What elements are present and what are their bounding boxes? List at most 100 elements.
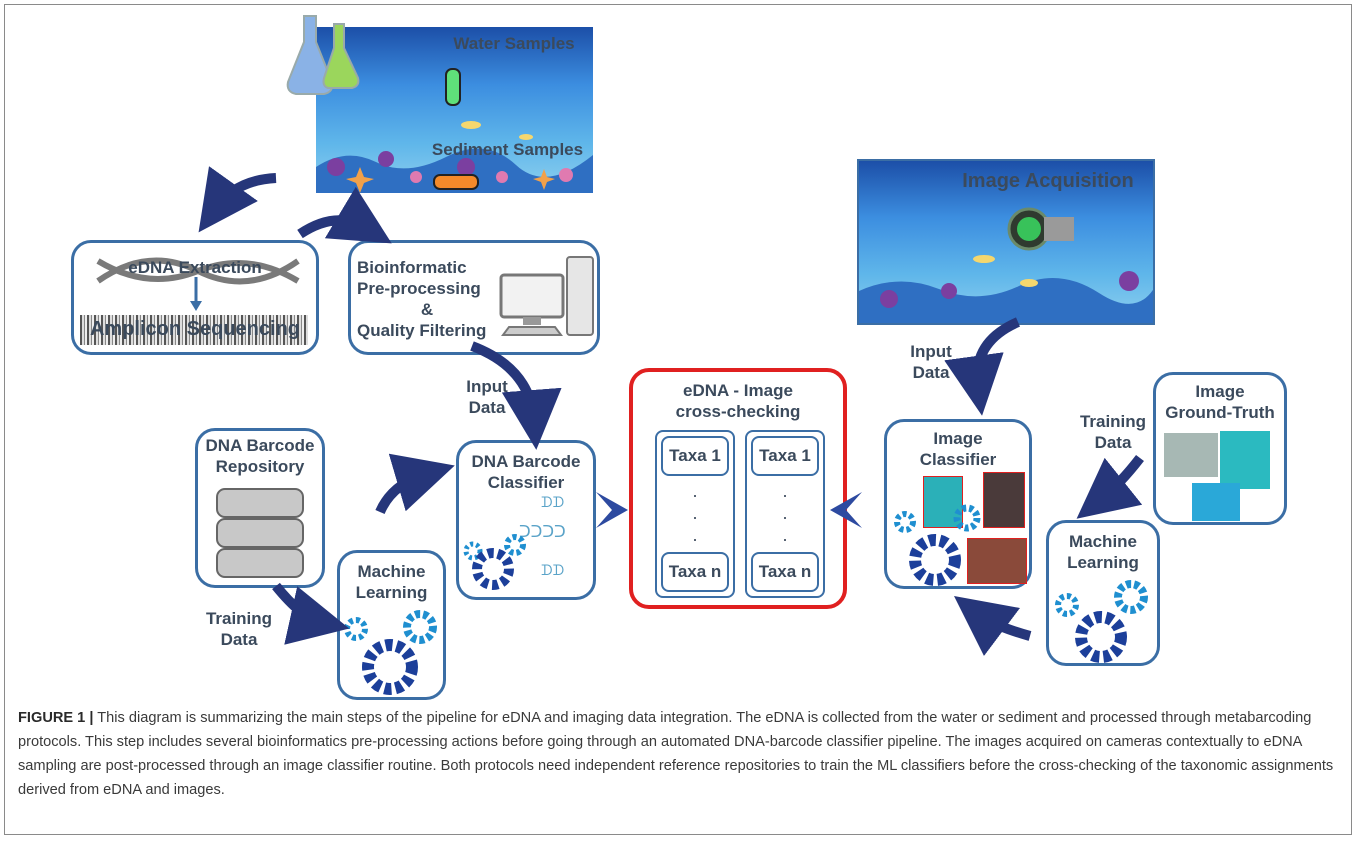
arrow-extraction-to-bioinfo (297, 186, 392, 244)
arrow-ml-to-classifier (375, 453, 455, 515)
edna-dot-1: . (692, 481, 698, 501)
cross-check-title-line-2: cross-checking (675, 402, 801, 421)
dna-classifier-line-2: Classifier (487, 473, 565, 492)
gears-icon (344, 610, 437, 695)
image-acquisition-label: Image Acquisition (962, 170, 1134, 192)
training-data-left-line-2: Data (220, 630, 258, 649)
arrow-bioinfo-to-classifier (470, 341, 562, 450)
ground-truth-image-1 (1164, 433, 1218, 477)
bioinformatic-label: Bioinformatic Pre-processing & Quality F… (357, 257, 497, 341)
image-classifier-label: Image Classifier (887, 428, 1029, 470)
classified-image-2 (983, 472, 1025, 528)
arrow-image-classifier-to-crosscheck (830, 492, 862, 528)
edna-dot-2: . (692, 503, 698, 523)
dna-helix-icon (96, 257, 300, 285)
input-data-left-label: Input Data (452, 376, 522, 418)
machine-learning-right-box: Machine Learning (1046, 520, 1160, 666)
machine-learning-right-label: Machine Learning (1049, 531, 1157, 573)
dna-classifier-line-1: DNA Barcode (471, 452, 581, 471)
amplicon-sequencing-label: Amplicon Sequencing (89, 318, 301, 340)
ground-truth-image-2 (1220, 431, 1270, 489)
svg-text:ᗪᗪ: ᗪᗪ (541, 495, 564, 511)
sampling-scene: Water Samples Sediment Samples (316, 27, 593, 193)
edna-dot-3: . (692, 525, 698, 545)
caption-label: FIGURE 1 | (18, 710, 94, 726)
image-ground-truth-box: Image Ground-Truth (1153, 372, 1287, 525)
bioinformatic-box: Bioinformatic Pre-processing & Quality F… (348, 240, 600, 355)
edna-taxa-first: Taxa 1 (661, 436, 729, 476)
ground-truth-line-1: Image (1195, 382, 1245, 401)
training-data-left-label: Training Data (194, 608, 284, 650)
caption-text: This diagram is summarizing the main ste… (18, 710, 1334, 798)
dna-classifier-label: DNA Barcode Classifier (459, 451, 593, 493)
image-taxa-last: Taxa n (751, 552, 819, 592)
machine-learning-right-line-1: Machine (1068, 532, 1138, 551)
edna-taxa-list: Taxa 1 . . . Taxa n (655, 430, 735, 598)
edna-extraction-label: eDNA Extraction (128, 258, 262, 277)
arrow-scene-to-extraction (198, 166, 277, 233)
down-arrow-icon (190, 277, 202, 311)
dna-gears-icon: ᗪᗪ ᑐᑐᑐᑐ ᗪᗪ (463, 495, 566, 590)
image-classifier-line-1: Image (933, 429, 983, 448)
image-dot-3: . (782, 525, 788, 545)
image-ground-truth-label: Image Ground-Truth (1156, 381, 1284, 423)
arrow-classifier-to-crosscheck (596, 492, 628, 528)
image-dot-2: . (782, 503, 788, 523)
gears-right-icon (1055, 580, 1148, 663)
bioinformatic-line-3: & (420, 300, 434, 319)
database-icon (216, 488, 304, 578)
ground-truth-image-3 (1192, 483, 1240, 521)
input-data-right-line-1: Input (910, 342, 952, 361)
machine-learning-left-line-2: Learning (355, 583, 428, 602)
bioinformatic-line-2: Pre-processing (357, 279, 481, 298)
cross-check-box: eDNA - Image cross-checking Taxa 1 . . .… (629, 368, 847, 609)
dna-repository-box: DNA Barcode Repository (195, 428, 325, 588)
bioinformatic-line-1: Bioinformatic (357, 258, 467, 277)
machine-learning-right-line-2: Learning (1067, 553, 1139, 572)
arrow-ml-to-image-classifier (953, 596, 1032, 656)
training-data-left-line-1: Training (205, 609, 273, 628)
dna-repository-label: DNA Barcode Repository (198, 435, 322, 477)
image-classifier-line-2: Classifier (919, 450, 997, 469)
sediment-samples-label: Sediment Samples (431, 140, 584, 159)
machine-learning-left-label: Machine Learning (340, 561, 443, 603)
image-acquisition-scene: Image Acquisition (857, 159, 1155, 325)
classified-image-3 (967, 538, 1027, 584)
arrow-repo-to-ml (272, 582, 350, 645)
cross-check-title-line-1: eDNA - Image (683, 381, 793, 400)
sampling-scene-art (316, 68, 593, 193)
image-taxa-list: Taxa 1 . . . Taxa n (745, 430, 825, 598)
svg-text:ᑐᑐᑐᑐ: ᑐᑐᑐᑐ (519, 522, 566, 541)
arrow-groundtruth-to-ml (1076, 454, 1144, 519)
image-gears-icon (894, 504, 981, 586)
figure-frame (4, 4, 1352, 835)
dna-repository-line-1: DNA Barcode (205, 436, 315, 455)
input-data-right-label: Input Data (896, 341, 966, 383)
machine-learning-left-line-1: Machine (357, 562, 426, 581)
image-taxa-first: Taxa 1 (751, 436, 819, 476)
arrow-scene-to-image-classifier (944, 317, 1021, 416)
image-dot-1: . (782, 481, 788, 501)
acquisition-scene-art (859, 207, 1153, 323)
training-data-right-label: Training Data (1068, 411, 1158, 453)
flow-arrows (198, 166, 1144, 656)
cross-check-title: eDNA - Image cross-checking (633, 380, 843, 422)
edna-extraction-box: eDNA Extraction Amplicon Sequencing (71, 240, 319, 355)
image-classifier-box: Image Classifier (884, 419, 1032, 589)
figure-caption: FIGURE 1 | This diagram is summarizing t… (18, 706, 1343, 802)
svg-text:ᗪᗪ: ᗪᗪ (541, 563, 564, 579)
classified-image-1 (923, 476, 963, 528)
input-data-left-line-2: Data (468, 398, 506, 417)
input-data-right-line-2: Data (912, 363, 950, 382)
flask-icon (286, 15, 360, 95)
training-data-right-line-2: Data (1094, 433, 1132, 452)
bioinformatic-line-4: Quality Filtering (357, 321, 487, 340)
sequencing-barcode (80, 315, 308, 345)
training-data-right-line-1: Training (1079, 412, 1147, 431)
edna-taxa-last: Taxa n (661, 552, 729, 592)
computer-icon (499, 256, 594, 336)
water-samples-label: Water Samples (453, 34, 575, 53)
ground-truth-line-2: Ground-Truth (1165, 403, 1275, 422)
dna-repository-line-2: Repository (215, 457, 305, 476)
input-data-left-line-1: Input (466, 377, 508, 396)
